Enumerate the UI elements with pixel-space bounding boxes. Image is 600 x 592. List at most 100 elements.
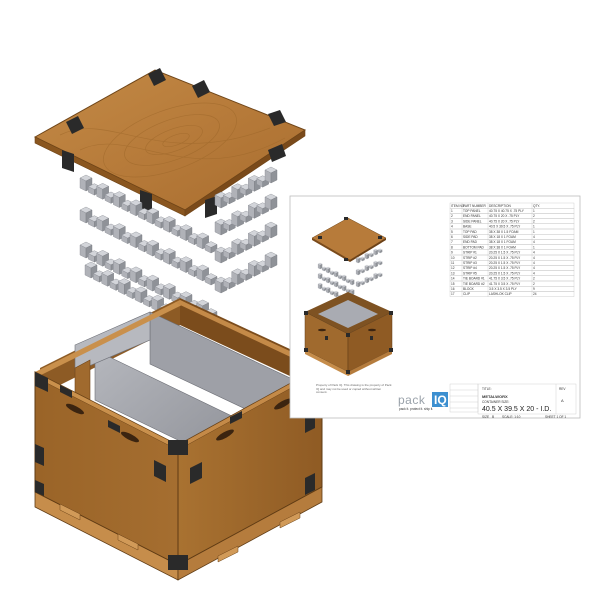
- bom-cell: 1: [533, 209, 535, 213]
- black-corner-clip-icon: [62, 68, 286, 218]
- bom-cell: 24: [533, 292, 537, 296]
- bom-cell: 9: [451, 251, 453, 255]
- lid-top-face: [33, 69, 307, 211]
- bom-cell: BASE: [463, 225, 472, 229]
- bom-cell: 4: [533, 271, 535, 275]
- notes-block: Property of Pack IQ. This drawing is the…: [316, 384, 392, 395]
- bom-header-cell: QTY.: [533, 204, 540, 208]
- brand-iq-badge: [432, 392, 448, 407]
- bom-cell: 1: [533, 230, 535, 234]
- bom-cell: END PANEL: [463, 214, 481, 218]
- bom-cell: 20.25 X 1.5 X .75 PLY: [489, 256, 521, 260]
- bom-cell: 2: [533, 214, 535, 218]
- bom-cell: 41.75 X 3.5 X .75 PLY: [489, 277, 521, 281]
- bom-cell: 3: [451, 219, 453, 223]
- bom-header-cell: PART NUMBER: [463, 204, 487, 208]
- bom-cell: 6: [451, 235, 453, 239]
- scale-text: SCALE: 1:10: [502, 415, 521, 419]
- foam-strip: [79, 206, 218, 286]
- bom-cell: 4: [533, 251, 535, 255]
- bom-cell: 1: [533, 245, 535, 249]
- bom-cell: 20.25 X 1.5 X .75 PLY: [489, 261, 521, 265]
- hand-holes: [65, 398, 292, 443]
- bom-cell: 40.75 X 40.75 X .75 PLY: [489, 209, 525, 213]
- bom-cell: SIDE PANEL: [463, 219, 482, 223]
- bom-cell: 2: [533, 282, 535, 286]
- foam-strip: [355, 248, 383, 264]
- foam-strip: [214, 251, 278, 294]
- title-block: TITLE: METALWORX CONTAINER SIZE: 40.5 X …: [477, 383, 577, 419]
- size-label: SIZE: [482, 415, 489, 419]
- bom-cell: BOTTOM PAD: [463, 245, 484, 249]
- bom-cell: 40.5 X 39.5 X .75 PLY: [489, 225, 521, 229]
- crate-lid: [33, 68, 307, 218]
- bom-cell: 38 X 38 X 1 FOAM: [489, 245, 516, 249]
- brand-tagline: pack it. protect it. ship it.: [399, 407, 433, 411]
- bom-cell: 17: [451, 292, 455, 296]
- notes-text: Property of Pack IQ. This drawing is the…: [316, 384, 392, 395]
- bom-cell: TOP PANEL: [463, 209, 481, 213]
- bom-cell: 7: [451, 240, 453, 244]
- bom-cell: 13: [451, 271, 455, 275]
- foam-strip: [214, 166, 278, 209]
- bom-cell: 38 X 18 X 1 FOAM: [489, 235, 516, 239]
- bom-header-cell: ITEM NO.: [451, 204, 465, 208]
- bom-cell: 9: [533, 287, 535, 291]
- customer-name: METALWORX: [482, 394, 508, 399]
- foam-strip: [214, 221, 278, 264]
- bom-cell: 8: [451, 245, 453, 249]
- size-value: B: [492, 415, 494, 419]
- bom-cell: TIE BOARD #2: [463, 282, 485, 286]
- bom-cell: STRIP #5: [463, 271, 477, 275]
- black-corner-clip-icon: [35, 372, 315, 570]
- bom-cell: STRIP #2: [463, 256, 477, 260]
- bom-cell: 10: [451, 256, 455, 260]
- mini-crate-illustration: [304, 217, 393, 376]
- bom-cell: 2: [533, 277, 535, 281]
- container-size: 40.5 X 39.5 X 20 - I.D.: [482, 406, 551, 413]
- bom-cell: END PAD: [463, 240, 478, 244]
- foam-strip: [317, 262, 355, 286]
- bom-cell: 1: [533, 225, 535, 229]
- bom-cell: STRIP #3: [463, 261, 477, 265]
- foam-strip: [355, 260, 383, 276]
- bom-cell: 20.25 X 1.5 X .75 PLY: [489, 251, 521, 255]
- bom-cell: 4: [533, 266, 535, 270]
- foam-strip: [355, 272, 383, 288]
- bom-cell: 4: [533, 240, 535, 244]
- bom-cell: 41.75 X 3.5 X .75 PLY: [489, 282, 521, 286]
- foam-strip: [214, 193, 278, 236]
- bom-cell: 4: [533, 256, 535, 260]
- box-rim-left: [35, 300, 186, 375]
- bom-cell: 12: [451, 266, 455, 270]
- bom-cell: BLOCK: [463, 287, 475, 291]
- lid-wood-grain: [59, 102, 286, 178]
- sheet-number: SHEET 1 OF 1: [545, 415, 566, 419]
- bom-cell: 4: [451, 225, 453, 229]
- bom-cell: TIE BOARD #1: [463, 277, 485, 281]
- rev-value: A: [561, 398, 564, 403]
- brand-logo: pack IQ pack it. protect it. ship it.: [398, 392, 448, 411]
- bom-cell: 4: [533, 261, 535, 265]
- bom-cell: 5: [451, 230, 453, 234]
- bom-cell: STRIP #4: [463, 266, 477, 270]
- title-label: TITLE:: [482, 387, 492, 391]
- bom-cell: CLIP: [463, 292, 470, 296]
- bom-cell: 20.25 X 1.5 X .75 PLY: [489, 266, 521, 270]
- bom-cell: 1: [451, 209, 453, 213]
- bom-row: [449, 291, 575, 297]
- bom-cell: TOP PAD: [463, 230, 477, 234]
- foam-strip: [79, 174, 218, 254]
- brand-text-pack: pack: [398, 393, 426, 407]
- bom-cell: 40.75 X 20 X .75 PLY: [489, 219, 520, 223]
- bom-cell: SIDE PAD: [463, 235, 478, 239]
- bom-cell: LASHLOK CLIP: [489, 292, 512, 296]
- bom-cell: 38 X 18 X 1 FOAM: [489, 240, 516, 244]
- bom-cell: 40.75 X 20 X .75 PLY: [489, 214, 520, 218]
- bom-cell: 11: [451, 261, 455, 265]
- base-blocks: [59, 503, 301, 563]
- bom-cell: 38 X 38 X 1.5 FOAM: [489, 230, 519, 234]
- bom-header-cell: DESCRIPTION: [489, 204, 511, 208]
